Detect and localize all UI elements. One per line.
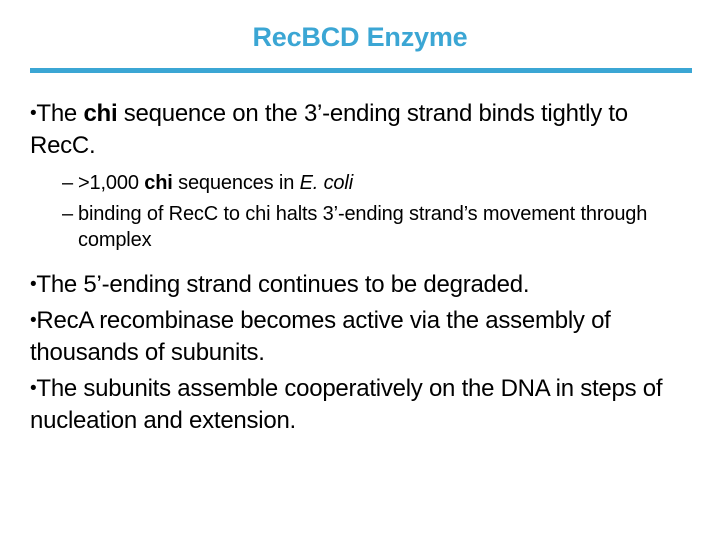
- bullet-dot-icon: •: [30, 310, 37, 331]
- bullet-1-text-a: The: [36, 100, 84, 127]
- body-content: •The chi sequence on the 3’-ending stran…: [30, 98, 695, 441]
- bullet-dot-icon: •: [30, 103, 37, 124]
- title-underline-rule: [30, 68, 692, 73]
- title-area: RecBCD Enzyme: [0, 20, 720, 54]
- bullet-4-text: The subunits assemble cooperatively on t…: [30, 375, 663, 434]
- bullet-item-1: •The chi sequence on the 3’-ending stran…: [30, 98, 695, 162]
- sub-bullet-item-1: –>1,000 chi sequences in E. coli: [30, 170, 695, 196]
- sub-bullet-list: –>1,000 chi sequences in E. coli –bindin…: [30, 170, 695, 253]
- sub-bullet-item-2: –binding of RecC to chi halts 3’-ending …: [30, 201, 695, 253]
- sub-bullet-1-text-a: >1,000: [78, 172, 145, 194]
- bullet-3-text: RecA recombinase becomes active via the …: [30, 307, 611, 366]
- sub-bullet-1-species-ecoli: E. coli: [299, 172, 354, 194]
- sub-bullet-1-text-b: sequences in: [172, 172, 300, 194]
- bullet-item-4: •The subunits assemble cooperatively on …: [30, 373, 695, 437]
- bullet-dash-icon: –: [62, 172, 73, 194]
- bullet-1-text-b: sequence on the 3’-ending strand binds t…: [30, 100, 628, 159]
- bullet-dot-icon: •: [30, 274, 37, 295]
- bullet-dash-icon: –: [62, 203, 73, 225]
- bullet-1-term-chi: chi: [83, 100, 118, 127]
- bullet-item-2: •The 5’-ending strand continues to be de…: [30, 269, 695, 301]
- bullet-item-3: •RecA recombinase becomes active via the…: [30, 305, 695, 369]
- page-title: RecBCD Enzyme: [252, 22, 468, 52]
- sub-bullet-1-term-chi: chi: [144, 172, 173, 194]
- bullet-2-text: The 5’-ending strand continues to be deg…: [36, 271, 530, 298]
- sub-bullet-2-text: binding of RecC to chi halts 3’-ending s…: [78, 203, 648, 251]
- bullet-dot-icon: •: [30, 378, 37, 399]
